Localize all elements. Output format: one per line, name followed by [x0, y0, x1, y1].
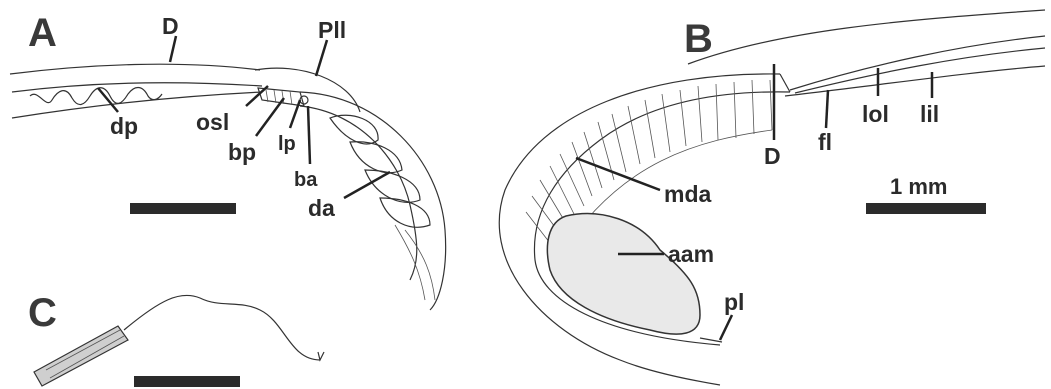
- panel-b-tentacle-line-3: [785, 66, 1045, 96]
- panel-b-scale-bar: [866, 203, 986, 214]
- panel-a-label-bp: bp: [228, 139, 256, 165]
- panel-a-dorsal-outline: [10, 64, 260, 74]
- panel-a-arm-segment-3: [365, 170, 420, 202]
- panel-a-label-dp: dp: [110, 113, 138, 139]
- panel-b-pl-line: [700, 338, 722, 342]
- panel-b-muscle-mass: [547, 214, 700, 335]
- panel-a-label-osl: osl: [196, 109, 229, 135]
- panel-a-arm-segment-2: [350, 142, 402, 173]
- panel-b-scale-label: 1 mm: [890, 174, 947, 199]
- panel-c-filament-tip: [318, 352, 324, 360]
- panel-b-label-lil: lil: [920, 101, 939, 127]
- panel-b-label-aam: aam: [668, 241, 714, 267]
- panel-c: C: [28, 291, 324, 387]
- panel-a-label-pll: Pll: [318, 17, 346, 43]
- panel-a-leader-d: [170, 36, 176, 62]
- panel-b-label-d: D: [764, 143, 781, 169]
- panel-c-cylinder-body: [34, 326, 128, 386]
- panel-a-label-da: da: [308, 195, 335, 221]
- panel-a-leader-bp: [256, 98, 284, 136]
- panel-c-filament: [124, 295, 320, 360]
- panel-a-label-lp: lp: [278, 133, 296, 155]
- panel-a-leader-ba: [308, 106, 310, 164]
- panel-a-arm-segment-1: [330, 115, 378, 144]
- panel-c-scale-bar: [134, 376, 240, 387]
- panel-b-label-fl: fl: [818, 129, 832, 155]
- panel-a-dermal-papillae: [30, 88, 162, 105]
- panel-c-letter: C: [28, 291, 57, 335]
- panel-a-leader-pll: [316, 40, 327, 76]
- panel-a: A D Pll dp osl bp lp ba da: [10, 11, 446, 310]
- panel-b-label-lol: lol: [862, 101, 889, 127]
- panel-b-leader-pl: [720, 315, 732, 340]
- panel-b-tentacle-outline-top: [688, 10, 1045, 64]
- panel-a-basal-apparatus-dot: [300, 96, 308, 104]
- panel-b: B D fl lol lil mda aam pl 1 mm: [499, 10, 1045, 385]
- panel-a-arm-fibres: [395, 225, 435, 300]
- panel-a-label-d: D: [162, 13, 179, 39]
- panel-b-leader-mda: [576, 158, 660, 190]
- panel-a-leader-osl: [246, 86, 268, 106]
- panel-a-arm-inner-outline: [300, 106, 417, 280]
- panel-a-label-ba: ba: [294, 169, 318, 191]
- panel-b-tentacle-line-2: [795, 48, 1045, 93]
- panel-b-leader-fl: [826, 90, 828, 128]
- panel-b-label-mda: mda: [664, 181, 712, 207]
- panel-b-label-pl: pl: [724, 289, 744, 315]
- panel-a-lamella-outline: [255, 68, 360, 112]
- panel-b-letter: B: [684, 17, 713, 61]
- panel-a-scale-bar: [130, 203, 236, 214]
- panel-b-tentacle-line-1: [790, 36, 1045, 90]
- panel-a-letter: A: [28, 11, 57, 55]
- panel-b-tip: [780, 74, 790, 92]
